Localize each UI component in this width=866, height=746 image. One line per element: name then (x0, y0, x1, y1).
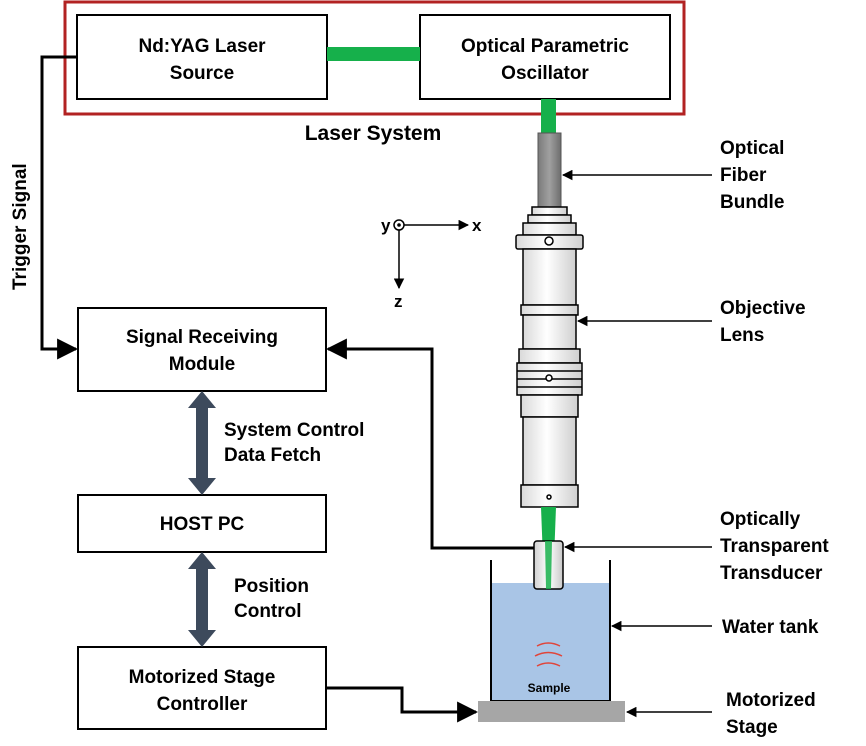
opo-label-1: Optical Parametric (461, 36, 629, 57)
signal-receiving-label-2: Module (169, 354, 236, 375)
trigger-signal-line (40, 55, 79, 360)
objective-lens (515, 206, 584, 508)
system-control-label-2: Data Fetch (224, 445, 321, 466)
host-pc-box (77, 494, 327, 553)
stage-label-1: Motorized (726, 690, 816, 711)
stage-controller-box (77, 646, 327, 730)
trigger-signal-label: Trigger Signal (10, 163, 31, 290)
stage-controller-label-1: Motorized Stage (129, 667, 276, 688)
signal-receiving-label-1: Signal Receiving (126, 327, 278, 348)
y-axis-label: y (381, 216, 391, 235)
transducer-label-2: Transparent (720, 536, 829, 557)
laser-source-box (76, 14, 328, 100)
transducer-signal-line (325, 338, 534, 550)
beam-opo-to-fiber (541, 99, 556, 133)
z-axis-label: z (394, 292, 403, 311)
beam-through-transducer (545, 541, 552, 589)
host-pc-label: HOST PC (160, 514, 245, 535)
objective-label-2: Lens (720, 325, 764, 346)
position-control-label-2: Control (234, 601, 302, 622)
laser-source-label-2: Source (170, 63, 234, 84)
stage-control-line (326, 686, 479, 723)
opo-box (419, 14, 671, 100)
objective-label-1: Objective (720, 298, 806, 319)
double-arrow-host-stage (188, 552, 216, 647)
beam-source-to-opo (327, 47, 420, 61)
stage-controller-label-2: Controller (157, 694, 248, 715)
transducer-label-1: Optically (720, 509, 801, 530)
double-arrow-signal-host (188, 391, 216, 495)
system-control-label-1: System Control (224, 420, 364, 441)
transducer-label-3: Transducer (720, 563, 823, 584)
fiber-bundle (537, 132, 562, 208)
laser-source-label-1: Nd:YAG Laser (138, 36, 266, 57)
position-control-label-1: Position (234, 576, 309, 597)
signal-receiving-box (77, 307, 327, 392)
water-tank-label: Water tank (722, 617, 819, 638)
acoustic-waves (534, 642, 563, 667)
x-axis-label: x (472, 216, 482, 235)
motorized-stage (478, 701, 625, 722)
stage-label-2: Stage (726, 717, 778, 738)
fiber-label-3: Bundle (720, 192, 784, 213)
fiber-label-2: Fiber (720, 165, 767, 186)
opo-label-2: Oscillator (501, 63, 589, 84)
laser-system-title: Laser System (305, 122, 442, 145)
fiber-label-1: Optical (720, 138, 784, 159)
sample-label: Sample (528, 681, 571, 695)
water-tank-water (491, 583, 610, 701)
